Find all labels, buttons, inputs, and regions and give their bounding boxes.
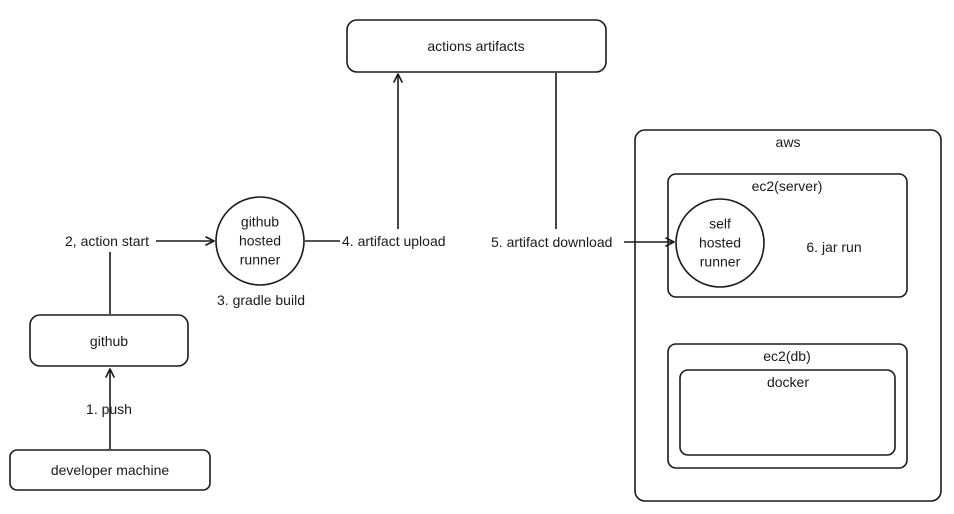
- github-box: [29, 314, 189, 367]
- actions-artifacts-label: actions artifacts: [427, 38, 525, 54]
- github-label: github: [89, 333, 129, 349]
- docker-box: [679, 369, 896, 456]
- github-hosted-runner-line-3: runner: [239, 251, 281, 268]
- developer-machine-box: [9, 449, 211, 491]
- self-hosted-runner-line-1: self: [709, 215, 731, 232]
- self-hosted-runner-line-3: runner: [699, 253, 741, 270]
- github-hosted-runner-circle: [215, 196, 305, 286]
- docker-label: docker: [766, 374, 810, 390]
- self-hosted-runner-circle: [675, 198, 765, 288]
- self-hosted-runner-label: self hosted runner: [699, 215, 741, 272]
- push-label: 1. push: [86, 401, 132, 417]
- jar-run-label: 6. jar run: [806, 239, 862, 255]
- developer-machine-label: developer machine: [50, 462, 170, 478]
- gradle-build-label: 3. gradle build: [217, 292, 305, 308]
- action-start-label: 2, action start: [63, 232, 152, 250]
- aws-label: aws: [775, 134, 801, 150]
- github-hosted-runner-line-2: hosted: [238, 232, 282, 249]
- actions-artifacts-box: [346, 19, 607, 73]
- artifact-upload-label: 4. artifact upload: [340, 232, 448, 250]
- github-hosted-runner-label: github hosted runner: [239, 213, 281, 270]
- self-hosted-runner-line-2: hosted: [698, 234, 742, 251]
- ec2-db-label: ec2(db): [763, 348, 811, 364]
- artifact-download-label: 5. artifact download: [489, 233, 615, 251]
- github-hosted-runner-line-1: github: [240, 213, 280, 230]
- ec2-server-label: ec2(server): [751, 178, 823, 194]
